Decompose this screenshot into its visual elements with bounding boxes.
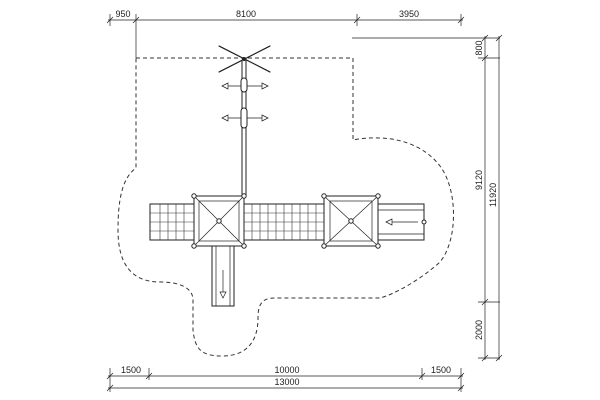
dim-top-middle: 8100 [236, 9, 256, 19]
right-dimension-lines: 800 9120 2000 11920 [352, 34, 503, 362]
bottom-dimension-lines: 1500 10000 1500 13000 [106, 365, 465, 392]
spinner-element [218, 45, 271, 73]
right-ramp [377, 203, 427, 241]
dim-top-left: 950 [115, 9, 130, 19]
dim-bottom-right: 1500 [431, 365, 451, 375]
dim-right-bottom: 2000 [474, 320, 484, 340]
safety-zone-outline [117, 57, 454, 357]
dim-top-right: 3950 [399, 9, 419, 19]
dim-bottom-left: 1500 [121, 365, 141, 375]
dim-right-top: 800 [474, 40, 484, 55]
top-dimension-line: 950 8100 3950 [106, 9, 465, 58]
left-net-panel [149, 203, 195, 241]
left-tower [191, 193, 247, 249]
bridge-net [243, 203, 325, 241]
dim-bottom-middle: 10000 [274, 365, 299, 375]
dim-right-middle: 9120 [474, 170, 484, 190]
dim-right-total: 11920 [488, 183, 498, 207]
dim-bottom-total: 13000 [274, 377, 299, 387]
slide [211, 245, 235, 307]
motion-arrows [221, 77, 269, 129]
right-tower [321, 193, 381, 249]
